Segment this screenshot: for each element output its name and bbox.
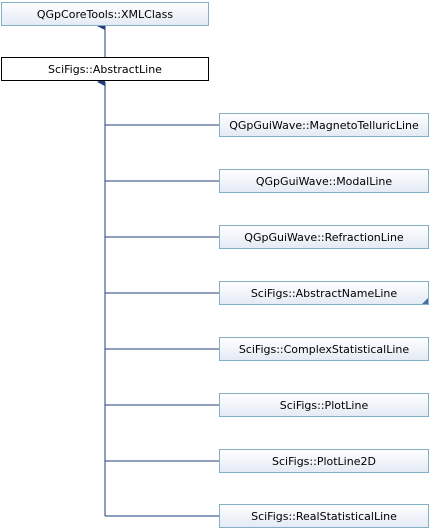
node-derived-class-label: SciFigs::RealStatisticalLine — [251, 509, 397, 523]
node-derived-class-label: QGpGuiWave::RefractionLine — [244, 230, 404, 244]
node-current-class: SciFigs::AbstractLine — [1, 57, 209, 81]
node-current-class-label: SciFigs::AbstractLine — [48, 62, 162, 76]
more-subclasses-icon — [422, 298, 428, 304]
node-derived-class-label: QGpGuiWave::ModalLine — [255, 174, 393, 188]
node-derived-class-label: SciFigs::ComplexStatisticalLine — [238, 342, 410, 356]
node-derived-class-label: SciFigs::AbstractNameLine — [250, 286, 398, 300]
node-derived-class[interactable]: SciFigs::PlotLine2D — [219, 449, 429, 473]
node-base-class[interactable]: QGpCoreTools::XMLClass — [1, 2, 209, 26]
node-derived-class[interactable]: QGpGuiWave::MagnetoTelluricLine — [219, 113, 429, 137]
node-derived-class-label: QGpGuiWave::MagnetoTelluricLine — [229, 118, 419, 132]
node-base-class-label: QGpCoreTools::XMLClass — [36, 7, 174, 21]
node-derived-class-label: SciFigs::PlotLine2D — [272, 454, 376, 468]
node-derived-class[interactable]: SciFigs::PlotLine — [219, 393, 429, 417]
node-derived-class[interactable]: SciFigs::RealStatisticalLine — [219, 504, 429, 528]
node-derived-class-label: SciFigs::PlotLine — [279, 398, 369, 412]
node-derived-class[interactable]: SciFigs::AbstractNameLine — [219, 281, 429, 305]
node-derived-class[interactable]: QGpGuiWave::RefractionLine — [219, 225, 429, 249]
node-derived-class[interactable]: SciFigs::ComplexStatisticalLine — [219, 337, 429, 361]
node-derived-class[interactable]: QGpGuiWave::ModalLine — [219, 169, 429, 193]
